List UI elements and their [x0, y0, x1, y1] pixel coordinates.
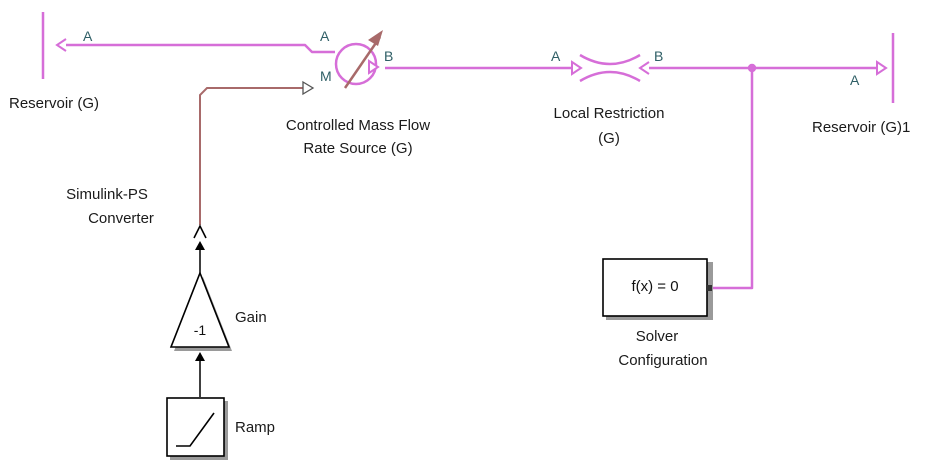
junction-dot [747, 63, 757, 73]
port-b-marker-icon [368, 59, 380, 75]
mass-flow-source-label-line1: Controlled Mass Flow [285, 117, 431, 134]
ramp-block[interactable] [166, 397, 228, 460]
ramp-icon [176, 412, 215, 447]
ramp-label: Ramp [235, 419, 276, 436]
solver-port-marker-icon [707, 285, 712, 291]
local-restriction-label-line1: Local Restriction [553, 105, 665, 122]
gain-label: Gain [235, 309, 267, 326]
signal-arrow-icon [195, 241, 205, 250]
gain-value: -1 [193, 322, 207, 338]
triangle-gain-icon [169, 270, 231, 348]
solver-configuration-block[interactable] [602, 258, 713, 320]
reservoir-left-block[interactable] [41, 12, 67, 79]
flow-source-icon [334, 42, 378, 86]
signal-line-converter-to-source[interactable] [199, 87, 303, 225]
converter-label-line2: Converter [88, 210, 154, 227]
solver-label-line2: Configuration [618, 352, 708, 369]
port-a-marker-icon [55, 38, 67, 52]
connection-line-solver-branch[interactable] [713, 68, 754, 290]
solver-content: f(x) = 0 [631, 278, 679, 295]
simulink-ps-converter-block[interactable] [193, 224, 207, 239]
reservoir-right-label: Reservoir (G)1 [812, 119, 911, 136]
port-m-label: M [320, 68, 332, 84]
port-b-label: B [384, 48, 394, 64]
signal-arrow-icon [195, 352, 205, 361]
converter-icon [193, 224, 207, 239]
gain-block[interactable] [169, 270, 232, 351]
port-a-label: A [551, 48, 561, 64]
port-a-label: A [320, 28, 330, 44]
mass-flow-source-label-line2: Rate Source (G) [303, 140, 413, 157]
solver-icon [602, 258, 708, 317]
local-restriction-label-line2: (G) [598, 130, 620, 147]
flow-source-arrow-icon [343, 36, 382, 89]
converter-label-line1: Simulink-PS [66, 186, 148, 203]
ramp-box [166, 397, 225, 457]
port-b-label: B [654, 48, 664, 64]
restriction-icon [579, 53, 641, 83]
reservoir-right-block[interactable] [876, 33, 895, 103]
port-b-marker-icon [638, 61, 650, 75]
flow-source-arrowhead-icon [368, 30, 383, 46]
port-a-marker-icon [876, 60, 888, 76]
connection-line-reservoir-to-source[interactable] [58, 43, 335, 54]
port-m-marker-icon [302, 80, 315, 96]
port-a-label: A [83, 28, 93, 44]
solver-label-line1: Solver [635, 328, 679, 345]
mass-flow-source-block[interactable] [302, 30, 383, 96]
local-restriction-block[interactable] [571, 53, 650, 83]
reservoir-left-label: Reservoir (G) [9, 95, 100, 112]
port-a-label: A [850, 72, 860, 88]
port-a-marker-icon [571, 60, 583, 76]
